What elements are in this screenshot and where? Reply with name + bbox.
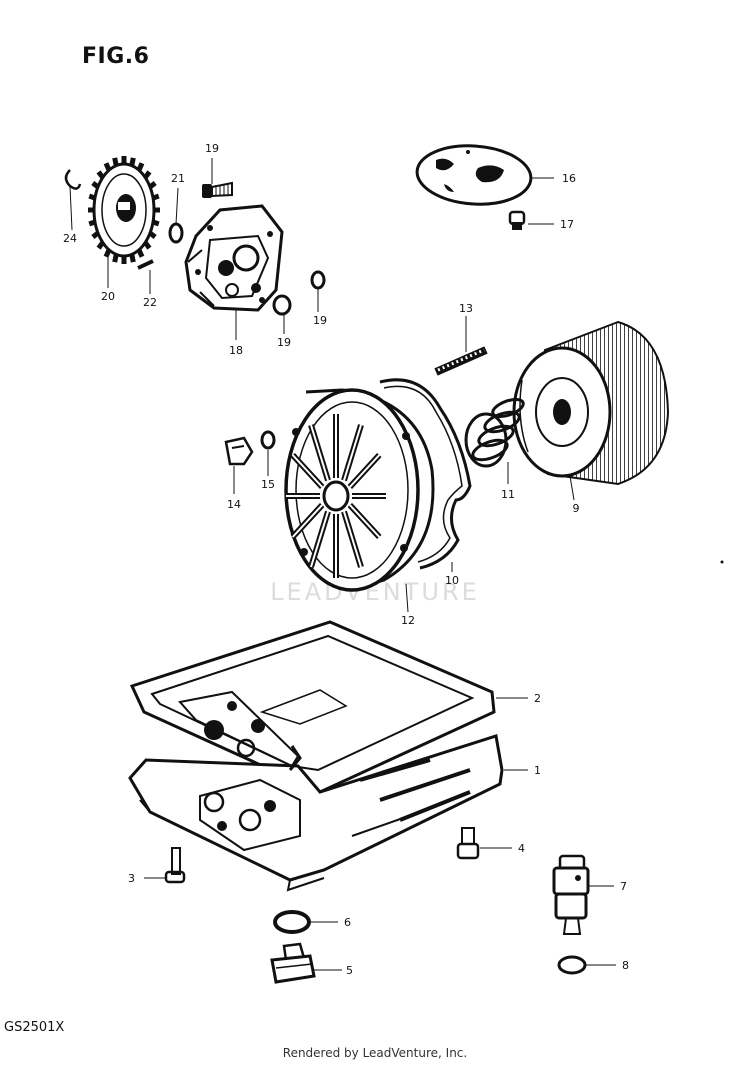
callout-12: 12 — [401, 614, 415, 627]
callout-19b: 19 — [313, 314, 327, 327]
cover-rib-highlight — [291, 454, 323, 488]
callout-9: 9 — [573, 502, 580, 515]
figure-code: GS2501X — [4, 1020, 65, 1035]
callout-10: 10 — [445, 574, 459, 587]
part-14-nut — [224, 436, 254, 466]
callout-3: 3 — [128, 872, 135, 885]
part-9-oil-filter — [512, 320, 670, 486]
part-6-gasket — [273, 910, 311, 934]
part-17-bolt — [508, 210, 526, 230]
callout-13: 13 — [459, 302, 473, 315]
cover-rib-highlight — [310, 511, 329, 568]
part-8-washer — [557, 955, 587, 975]
part-7-pressure-switch — [552, 854, 590, 935]
leader-lines — [69, 158, 616, 971]
part-24-circlip — [64, 169, 82, 190]
cover-rib-highlight — [349, 454, 381, 488]
callout-5: 5 — [346, 964, 353, 977]
part-20-screw — [202, 181, 233, 198]
part-11-spring — [464, 397, 525, 468]
callout-19a: 19 — [277, 336, 291, 349]
part-15-washer — [260, 430, 276, 450]
part-21-sprocket — [88, 156, 160, 264]
callout-labels: 19 21 24 20 22 18 19 19 16 17 13 14 15 1… — [63, 142, 629, 977]
stray-dot — [720, 560, 724, 564]
callout-18: 18 — [229, 344, 243, 357]
callout-1: 1 — [534, 764, 541, 777]
part-18-oil-pump — [184, 204, 284, 312]
callout-11: 11 — [501, 488, 515, 501]
part-16-gasket — [415, 144, 533, 206]
part-22-washer — [168, 222, 184, 244]
cover-rib-highlight — [291, 504, 323, 538]
part-1-oil-pan — [128, 734, 504, 892]
part-3-bolt — [164, 847, 186, 884]
callout-20: 19 — [205, 142, 219, 155]
callout-16: 16 — [562, 172, 576, 185]
callout-24: 24 — [63, 232, 77, 245]
callout-6: 6 — [344, 916, 351, 929]
callout-14: 14 — [227, 498, 241, 511]
part-4-bolt — [456, 827, 480, 860]
callout-22: 21 — [171, 172, 185, 185]
callout-17: 17 — [560, 218, 574, 231]
cover-rib-highlight — [343, 511, 362, 568]
part-13-stud — [434, 346, 488, 376]
figure-title: FIG.6 — [82, 44, 150, 69]
part-19-o-rings — [272, 270, 326, 316]
cover-rib-highlight — [343, 424, 362, 481]
footer-credit: Rendered by LeadVenture, Inc. — [282, 1046, 468, 1060]
part-5-drain-plug — [270, 942, 316, 984]
callout-7: 7 — [620, 880, 627, 893]
cover-rib-highlight — [349, 504, 381, 538]
part-2-oil-pan-gasket — [129, 620, 496, 794]
part-10-cover-gasket — [379, 378, 472, 570]
callout-2: 2 — [534, 692, 541, 705]
callout-4: 4 — [518, 842, 525, 855]
callout-23: 22 — [143, 296, 157, 309]
cover-rib-highlight — [310, 424, 329, 481]
callout-8: 8 — [622, 959, 629, 972]
part-23-pin — [137, 259, 154, 270]
callout-15: 15 — [261, 478, 275, 491]
part-12-filter-cover — [284, 388, 435, 592]
callout-21: 20 — [101, 290, 115, 303]
